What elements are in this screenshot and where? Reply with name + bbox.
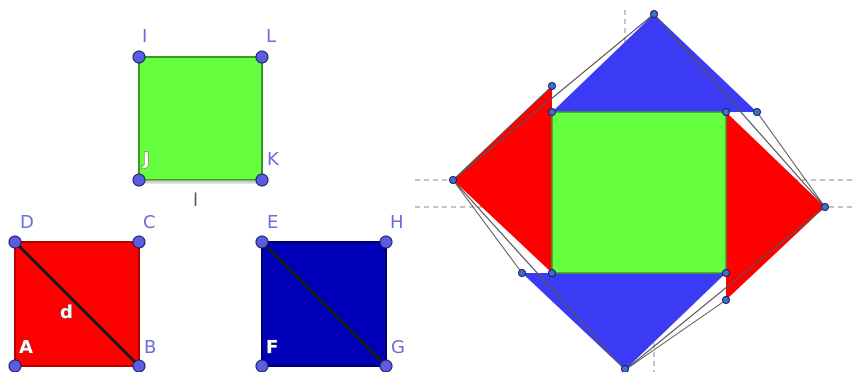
construction-point[interactable] [753, 108, 761, 116]
red-triangle-left[interactable] [453, 86, 552, 273]
construction-point[interactable] [548, 108, 556, 116]
construction-point[interactable] [548, 82, 556, 90]
point-d[interactable] [8, 235, 22, 249]
point-j[interactable] [132, 173, 146, 187]
point-k[interactable] [255, 173, 269, 187]
point-a[interactable] [8, 359, 22, 372]
point-c[interactable] [132, 235, 146, 249]
construction-point[interactable] [722, 108, 730, 116]
label-segment-l: l [193, 190, 198, 211]
thin-segment-4 [452, 179, 523, 274]
construction-point[interactable] [722, 269, 730, 277]
point-labels: I L J K l D C A B d E H F G [19, 26, 405, 358]
construction-point[interactable] [518, 269, 526, 277]
label-h: H [390, 212, 404, 233]
thin-segment-2 [756, 111, 826, 208]
point-l[interactable] [255, 50, 269, 64]
label-b: B [144, 337, 156, 358]
point-i[interactable] [132, 50, 146, 64]
construction-point[interactable] [449, 176, 457, 184]
blue-square-diagonal[interactable] [260, 240, 388, 368]
point-b[interactable] [132, 359, 146, 372]
diagonal-d[interactable] [13, 240, 141, 368]
point-h[interactable] [379, 235, 393, 249]
construction-point[interactable] [621, 365, 629, 372]
construction-green-square[interactable] [551, 111, 727, 274]
point-g[interactable] [379, 359, 393, 372]
label-d: D [20, 212, 34, 233]
construction-point[interactable] [548, 269, 556, 277]
green-square-fill[interactable] [138, 56, 263, 181]
label-g: G [391, 337, 405, 358]
label-l: L [266, 26, 276, 47]
green-square-ijkl [138, 56, 263, 184]
vertex-points [8, 50, 393, 372]
label-j: J [141, 149, 150, 170]
red-triangle-right[interactable] [726, 112, 825, 300]
construction-point[interactable] [722, 296, 730, 304]
label-i: I [142, 26, 147, 47]
thin-segment-3 [624, 299, 727, 371]
label-k: K [267, 149, 280, 170]
label-e: E [267, 212, 278, 233]
construction-point[interactable] [821, 203, 829, 211]
label-f: F [266, 337, 278, 358]
point-f[interactable] [255, 359, 269, 372]
red-square-abcd [13, 240, 141, 368]
label-c: C [143, 212, 156, 233]
blue-square-efgh [260, 240, 388, 368]
label-a: A [19, 337, 33, 358]
blue-triangle-bottom[interactable] [522, 273, 726, 370]
label-diagonal-d: d [60, 302, 73, 323]
construction-point[interactable] [650, 10, 658, 18]
construction-figure [415, 10, 855, 372]
blue-triangle-top[interactable] [552, 14, 757, 112]
thin-segment-1 [452, 85, 553, 181]
point-e[interactable] [255, 235, 269, 249]
